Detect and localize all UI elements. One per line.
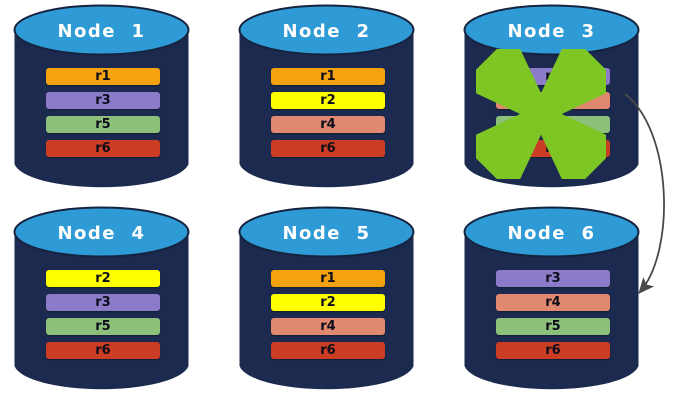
replica-list: r2 r3 r5 r6 xyxy=(46,270,160,366)
replica-bar-r2[interactable]: r2 xyxy=(271,294,385,311)
replica-bar-r6[interactable]: r6 xyxy=(271,342,385,359)
node-cylinder-4[interactable]: Node 4 r2 r3 r5 r6 xyxy=(13,206,190,392)
replica-bar-r3[interactable]: r3 xyxy=(496,68,610,85)
replica-label-r6: r6 xyxy=(320,141,336,156)
replica-bar-r1[interactable]: r1 xyxy=(271,270,385,287)
replica-bar-r6[interactable]: r6 xyxy=(496,140,610,157)
replica-bar-r2[interactable]: r2 xyxy=(46,270,160,287)
replica-list: r3 r4 r5 r6 xyxy=(496,270,610,366)
replica-label-r3: r3 xyxy=(95,93,111,108)
replica-list: r1 r3 r5 r6 xyxy=(46,68,160,164)
replica-label-r1: r1 xyxy=(320,69,336,84)
replica-label-r1: r1 xyxy=(95,69,111,84)
replica-label-r5: r5 xyxy=(95,319,111,334)
replica-list: r1 r2 r4 r6 xyxy=(271,68,385,164)
replica-bar-r1[interactable]: r1 xyxy=(271,68,385,85)
replica-bar-r4[interactable]: r4 xyxy=(271,116,385,133)
replica-bar-r5[interactable]: r5 xyxy=(46,318,160,335)
replica-bar-r3[interactable]: r3 xyxy=(46,92,160,109)
replica-label-r3: r3 xyxy=(545,271,561,286)
replica-label-r6: r6 xyxy=(95,141,111,156)
replica-label-r5: r5 xyxy=(545,319,561,334)
replica-bar-r1[interactable]: r1 xyxy=(46,68,160,85)
replica-label-r6: r6 xyxy=(320,343,336,358)
replica-label-r5: r5 xyxy=(545,117,561,132)
replica-list: r3 r4 r5 r6 xyxy=(496,68,610,164)
replica-bar-r3[interactable]: r3 xyxy=(46,294,160,311)
replica-label-r2: r2 xyxy=(320,295,336,310)
node-cylinder-6[interactable]: Node 6 r3 r4 r5 r6 xyxy=(463,206,640,392)
replica-label-r1: r1 xyxy=(320,271,336,286)
node-cylinder-2[interactable]: Node 2 r1 r2 r4 r6 xyxy=(238,4,415,190)
replica-bar-r5[interactable]: r5 xyxy=(46,116,160,133)
replica-bar-r3[interactable]: r3 xyxy=(496,270,610,287)
replica-bar-r5[interactable]: r5 xyxy=(496,318,610,335)
replica-bar-r6[interactable]: r6 xyxy=(271,140,385,157)
replica-label-r2: r2 xyxy=(320,93,336,108)
replica-label-r3: r3 xyxy=(545,69,561,84)
node-cylinder-5[interactable]: Node 5 r1 r2 r4 r6 xyxy=(238,206,415,392)
replica-label-r2: r2 xyxy=(95,271,111,286)
replica-bar-r4[interactable]: r4 xyxy=(496,92,610,109)
replica-bar-r5[interactable]: r5 xyxy=(496,116,610,133)
replica-list: r1 r2 r4 r6 xyxy=(271,270,385,366)
replica-bar-r6[interactable]: r6 xyxy=(46,342,160,359)
node-cylinder-3[interactable]: Node 3 r3 r4 r5 r6 xyxy=(463,4,640,190)
replica-label-r6: r6 xyxy=(545,141,561,156)
replica-label-r4: r4 xyxy=(320,117,336,132)
node-cylinder-1[interactable]: Node 1 r1 r3 r5 r6 xyxy=(13,4,190,190)
replica-label-r6: r6 xyxy=(545,343,561,358)
replica-label-r4: r4 xyxy=(545,295,561,310)
replica-label-r4: r4 xyxy=(545,93,561,108)
replica-bar-r6[interactable]: r6 xyxy=(496,342,610,359)
replica-label-r4: r4 xyxy=(320,319,336,334)
replica-bar-r4[interactable]: r4 xyxy=(496,294,610,311)
replica-label-r3: r3 xyxy=(95,295,111,310)
replica-bar-r6[interactable]: r6 xyxy=(46,140,160,157)
replica-label-r6: r6 xyxy=(95,343,111,358)
replica-bar-r4[interactable]: r4 xyxy=(271,318,385,335)
replica-bar-r2[interactable]: r2 xyxy=(271,92,385,109)
replica-label-r5: r5 xyxy=(95,117,111,132)
